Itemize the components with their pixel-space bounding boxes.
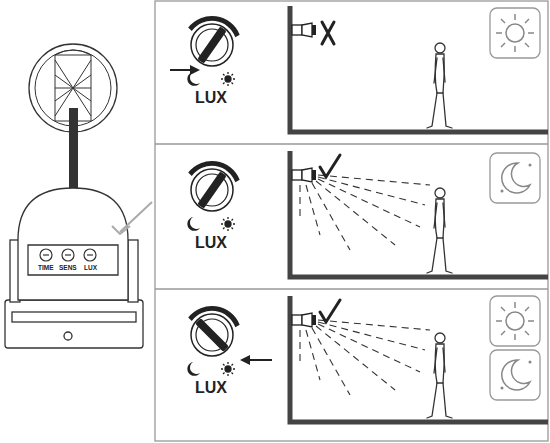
- knob-label: TIME: [38, 265, 54, 272]
- knob-label: LUX: [84, 265, 97, 272]
- lux-label: LUX: [195, 235, 227, 251]
- knob-label: SENS: [59, 265, 77, 272]
- lux-label: LUX: [195, 380, 227, 396]
- lux-label: LUX: [195, 90, 227, 106]
